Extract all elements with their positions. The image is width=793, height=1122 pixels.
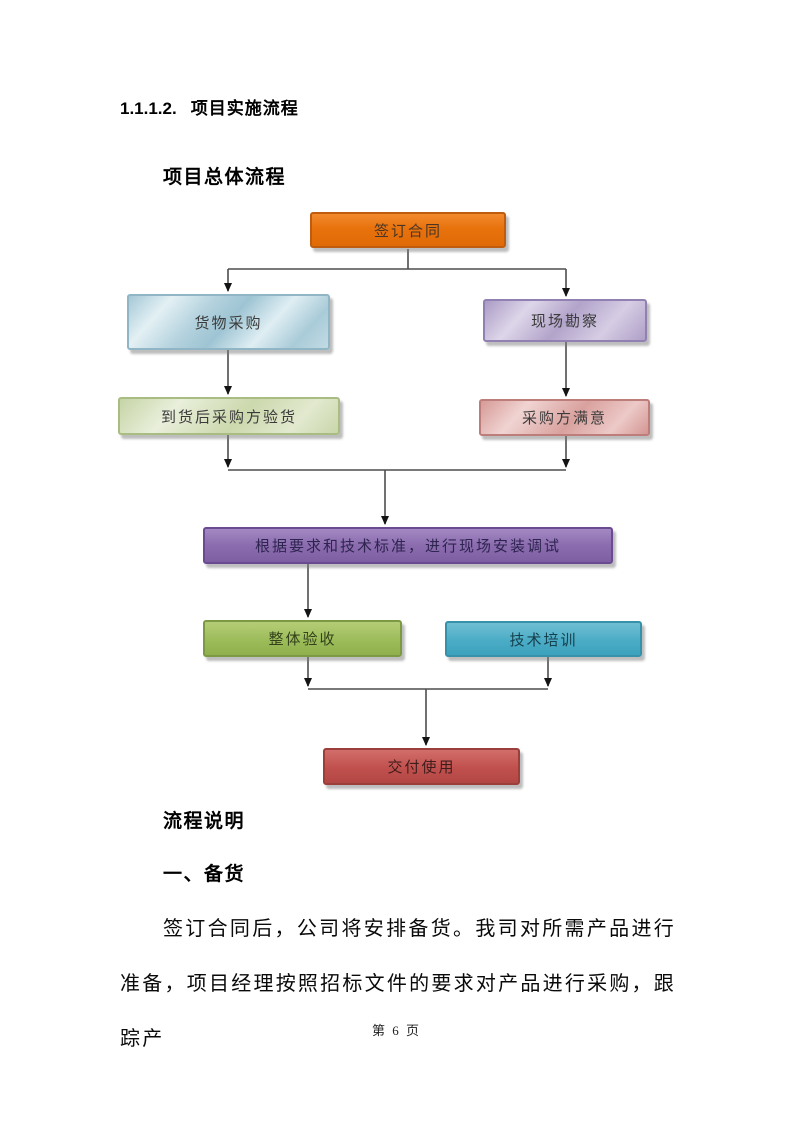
subheading-overall-process: 项目总体流程 bbox=[163, 167, 287, 188]
flowchart-node-site-survey: 现场勘察 bbox=[483, 299, 647, 342]
flowchart-node-label: 到货后采购方验货 bbox=[160, 409, 297, 426]
flowchart-node-label: 技术培训 bbox=[509, 632, 578, 649]
flowchart-node-buyer-satisfied: 采购方满意 bbox=[479, 399, 650, 436]
flowchart-node-label: 签订合同 bbox=[373, 223, 442, 240]
page-number: 第 6 页 bbox=[371, 1023, 421, 1038]
flowchart-node-delivery: 交付使用 bbox=[323, 748, 520, 785]
section-heading-number: 1.1.1.2. bbox=[120, 99, 177, 118]
heading-item-1-stocking: 一、备货 bbox=[163, 864, 246, 885]
body-paragraph: 签订合同后，公司将安排备货。我司对所需产品进行准备，项目经理按照招标文件的要求对… bbox=[120, 918, 676, 1050]
flowchart-node-technical-training: 技术培训 bbox=[445, 621, 642, 657]
section-heading-title: 项目实施流程 bbox=[190, 99, 299, 118]
flowchart-node-sign-contract: 签订合同 bbox=[310, 212, 506, 248]
flowchart-node-label: 根据要求和技术标准，进行现场安装调试 bbox=[254, 539, 561, 555]
section-heading: 1.1.1.2. 项目实施流程 bbox=[120, 94, 299, 119]
flowchart-node-label: 货物采购 bbox=[194, 315, 263, 332]
flowchart-node-label: 采购方满意 bbox=[521, 411, 607, 427]
heading-process-description: 流程说明 bbox=[163, 811, 246, 832]
flowchart-node-overall-acceptance: 整体验收 bbox=[203, 620, 402, 657]
flowchart-node-label: 交付使用 bbox=[387, 760, 456, 776]
flowchart-node-label: 现场勘察 bbox=[530, 314, 599, 330]
flowchart-node-buyer-inspection: 到货后采购方验货 bbox=[118, 397, 340, 435]
flowchart-node-goods-procurement: 货物采购 bbox=[127, 294, 330, 350]
flowchart-node-install-debug: 根据要求和技术标准，进行现场安装调试 bbox=[203, 527, 613, 564]
flowchart-node-label: 整体验收 bbox=[268, 632, 337, 648]
